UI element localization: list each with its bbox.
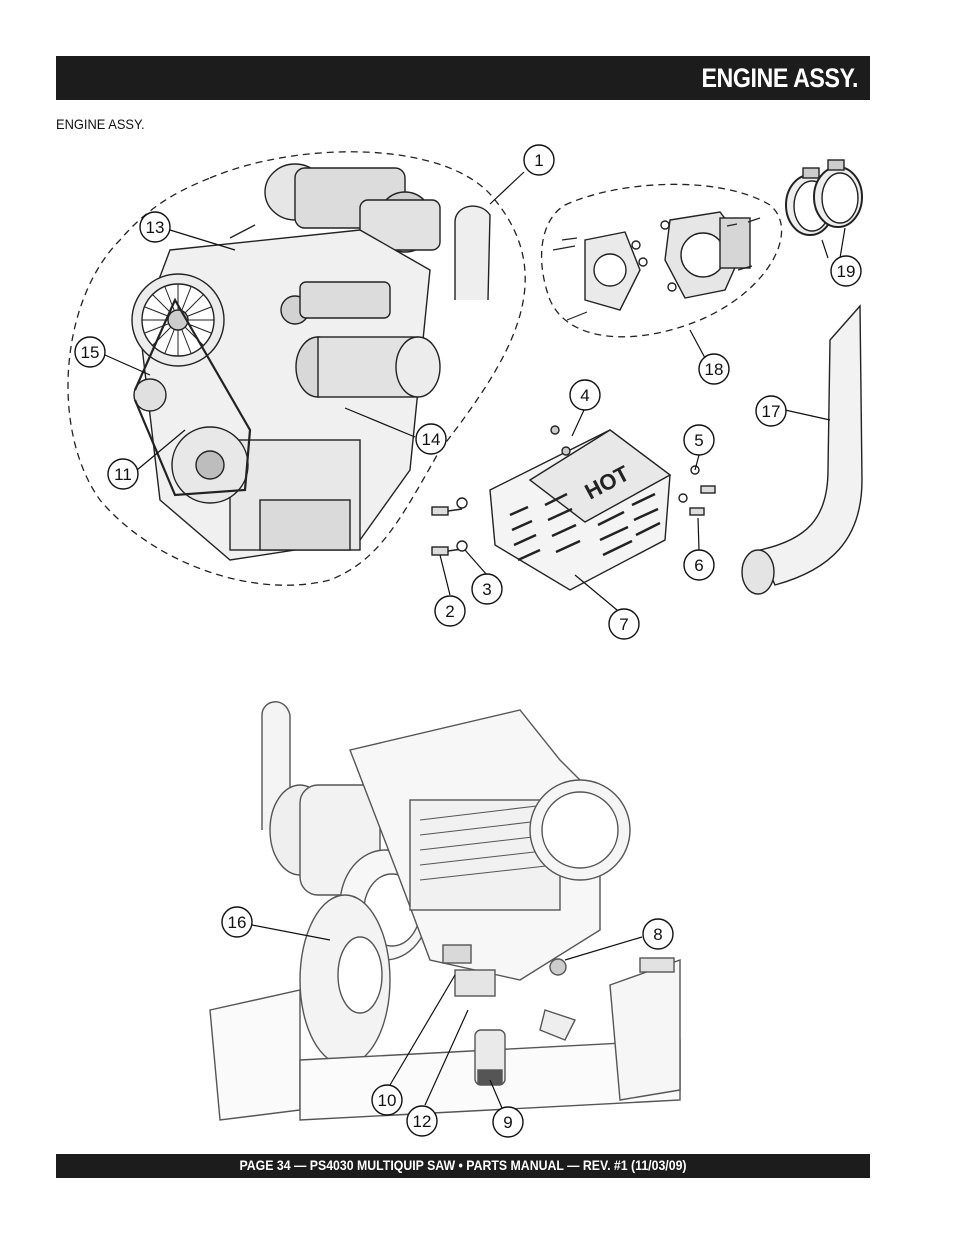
- hose-clamps-illustration: [785, 159, 863, 236]
- callout-16-circle: [221, 906, 253, 938]
- callout-2-circle: [434, 595, 466, 627]
- callout-circles: [74, 144, 862, 1138]
- callout-17: 17: [762, 402, 781, 421]
- callout-5: 5: [694, 431, 703, 450]
- callout-12: 12: [413, 1112, 432, 1131]
- callout-5-circle: [683, 424, 715, 456]
- callout-15: 15: [81, 343, 100, 362]
- callout-13-circle: [139, 211, 171, 243]
- callout-4: 4: [580, 386, 589, 405]
- heat-shield-illustration: HOT: [431, 425, 716, 591]
- callout-11-circle: [107, 458, 139, 490]
- callout-10: 10: [378, 1091, 397, 1110]
- footer-bar: PAGE 34 — PS4030 MULTIQUIP SAW • PARTS M…: [56, 1154, 870, 1178]
- callout-leader-lines: [104, 171, 846, 1109]
- callout-18-circle: [698, 353, 730, 385]
- header-bar: ENGINE ASSY.: [56, 56, 870, 100]
- callout-14-circle: [415, 423, 447, 455]
- callout-9-circle: [492, 1106, 524, 1138]
- callout-6: 6: [694, 556, 703, 575]
- exhaust-pipe-illustration: [741, 304, 863, 595]
- callout-3-circle: [471, 573, 503, 605]
- callout-3: 3: [482, 580, 491, 599]
- callout-10-circle: [371, 1084, 403, 1116]
- footer-text: PAGE 34 — PS4030 MULTIQUIP SAW • PARTS M…: [239, 1157, 687, 1173]
- callout-8: 8: [653, 925, 662, 944]
- page-title: ENGINE ASSY.: [701, 63, 858, 93]
- engine-on-frame-illustration: [209, 701, 681, 1121]
- callout-14: 14: [422, 430, 441, 449]
- callout-1-circle: [523, 144, 555, 176]
- callout-16: 16: [228, 913, 247, 932]
- callout-18: 18: [705, 360, 724, 379]
- callout-7: 7: [619, 615, 628, 634]
- callout-9: 9: [503, 1113, 512, 1132]
- callout-19: 19: [837, 262, 856, 281]
- callout-1: 1: [534, 151, 543, 170]
- section-subheading: ENGINE ASSY.: [56, 116, 145, 132]
- callout-7-circle: [608, 608, 640, 640]
- callout-11: 11: [114, 465, 132, 484]
- callout-8-circle: [642, 918, 674, 950]
- callout-17-circle: [755, 395, 787, 427]
- callout-4-circle: [569, 379, 601, 411]
- engine-illustration: [67, 151, 526, 586]
- callout-numbers: 1 13 15 11 14 18 19 17 4 5 6 3 2 7 16 8 …: [81, 151, 856, 1132]
- callout-13: 13: [146, 218, 165, 237]
- exhaust-flange-kit-illustration: [540, 183, 783, 338]
- callout-15-circle: [74, 336, 106, 368]
- callout-19-circle: [830, 255, 862, 287]
- callout-12-circle: [406, 1105, 438, 1137]
- callout-6-circle: [683, 549, 715, 581]
- callout-2: 2: [445, 602, 454, 621]
